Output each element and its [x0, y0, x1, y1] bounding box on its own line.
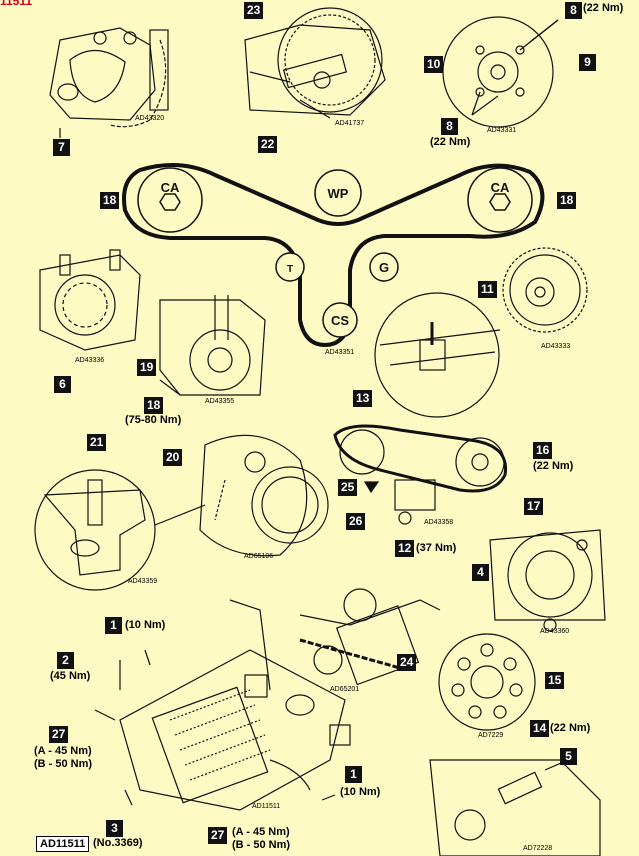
ref-code-3: AD43331: [487, 127, 517, 134]
pulley-tensioner-label: T: [287, 264, 293, 275]
callout-9: 9: [579, 54, 596, 71]
callout-16: 16: [533, 442, 553, 459]
panel-seal-housing: [39, 249, 141, 351]
belt-layout: [122, 163, 545, 348]
ref-code-4: AD43351: [325, 349, 355, 356]
callout-8-bottom: 8: [441, 118, 458, 135]
ref-code-7: AD43333: [541, 343, 571, 350]
callout-26: 26: [346, 513, 366, 530]
panel-sprocket-lock: [244, 7, 386, 119]
torque-2: (45 Nm): [50, 670, 91, 682]
corner-label: 11511: [0, 0, 33, 8]
callout-10: 10: [424, 56, 444, 73]
torque-16: (22 Nm): [533, 460, 574, 472]
callout-1-bottom: 1: [345, 766, 362, 783]
torque-8-top: (22 Nm): [583, 2, 624, 14]
panel-radiator: [94, 599, 351, 811]
torque-12: (37 Nm): [416, 542, 457, 554]
panel-cam-bracket: [49, 27, 169, 138]
panel-crank-gear: [502, 247, 588, 333]
pulley-ca-right-label: CA: [491, 180, 510, 195]
callout-18-crank: 18: [144, 397, 164, 414]
pulley-ca-left-label: CA: [161, 180, 180, 195]
callout-12: 12: [395, 540, 415, 557]
torque-27-left-b: (B - 50 Nm): [34, 758, 93, 770]
callout-2: 2: [57, 652, 74, 669]
callout-27-left: 27: [49, 726, 69, 743]
ref-code-1: AD43320: [135, 115, 165, 122]
ref-code-8: AD43358: [424, 519, 454, 526]
callout-19: 19: [137, 359, 157, 376]
torque-27-left-a: (A - 45 Nm): [34, 745, 92, 757]
callout-1-top: 1: [105, 617, 122, 634]
ref-code-5: AD43336: [75, 357, 105, 364]
ref-code-14: AD11511: [252, 803, 281, 810]
panel-timing-marks: [374, 292, 501, 418]
callout-14: 14: [530, 720, 550, 737]
callout-3: 3: [106, 820, 123, 837]
ref-code-15: AD72228: [523, 845, 553, 852]
callout-27-bottom: 27: [208, 827, 228, 844]
callout-21: 21: [87, 434, 107, 451]
callout-17: 17: [524, 498, 544, 515]
callout-8-top: 8: [565, 2, 582, 19]
callout-18-left: 18: [100, 192, 120, 209]
callout-23: 23: [244, 2, 264, 19]
ref-code-6: AD43355: [205, 398, 235, 405]
ref-code-2: AD41737: [335, 120, 365, 127]
panel-crank-cover: [199, 434, 329, 557]
panel-hub-bolts: [438, 633, 536, 731]
callout-18-right: 18: [557, 192, 577, 209]
callout-6: 6: [54, 376, 71, 393]
ref-code-10: AD65196: [244, 553, 274, 560]
panel-tensioner-pulley: [299, 588, 441, 686]
callout-11: 11: [478, 281, 497, 298]
callout-15: 15: [545, 672, 565, 689]
panel-cam-pulley: [442, 16, 559, 128]
torque-8-bottom: (22 Nm): [430, 136, 471, 148]
callout-20: 20: [163, 449, 183, 466]
callout-13: 13: [353, 390, 373, 407]
pulley-cs-label: CS: [331, 313, 349, 328]
panel-crank-tool: [159, 295, 266, 396]
callout-5: 5: [560, 748, 577, 765]
torque-1-top: (10 Nm): [125, 619, 166, 631]
ref-code-13: AD7229: [478, 732, 504, 739]
torque-14: (22 Nm): [550, 722, 591, 734]
pulley-g-label: G: [379, 260, 389, 275]
ref-code-11: AD43360: [540, 628, 570, 635]
torque-1-bottom: (10 Nm): [340, 786, 381, 798]
panel-mount-bolt: [429, 759, 601, 856]
ref-code-12: AD65201: [330, 686, 360, 693]
ref-code-9: AD43359: [128, 578, 158, 585]
callout-24: 24: [397, 654, 417, 671]
torque-18-crank: (75-80 Nm): [125, 414, 182, 426]
pulley-wp-label: WP: [328, 186, 349, 201]
belt-pulleys: [137, 167, 533, 338]
callout-7: 7: [53, 139, 70, 156]
footer-code: AD11511: [36, 836, 90, 852]
torque-27-bottom-a: (A - 45 Nm): [232, 826, 290, 838]
callout-22: 22: [258, 136, 278, 153]
panel-tensioner: [333, 424, 508, 525]
panel-lock-pin: [34, 469, 206, 591]
callout-4: 4: [472, 564, 489, 581]
torque-27-bottom-b: (B - 50 Nm): [232, 839, 291, 851]
panel-pump-pulley: [489, 529, 606, 632]
callout-25: 25: [338, 479, 358, 496]
torque-3: (No.3369): [93, 837, 143, 849]
